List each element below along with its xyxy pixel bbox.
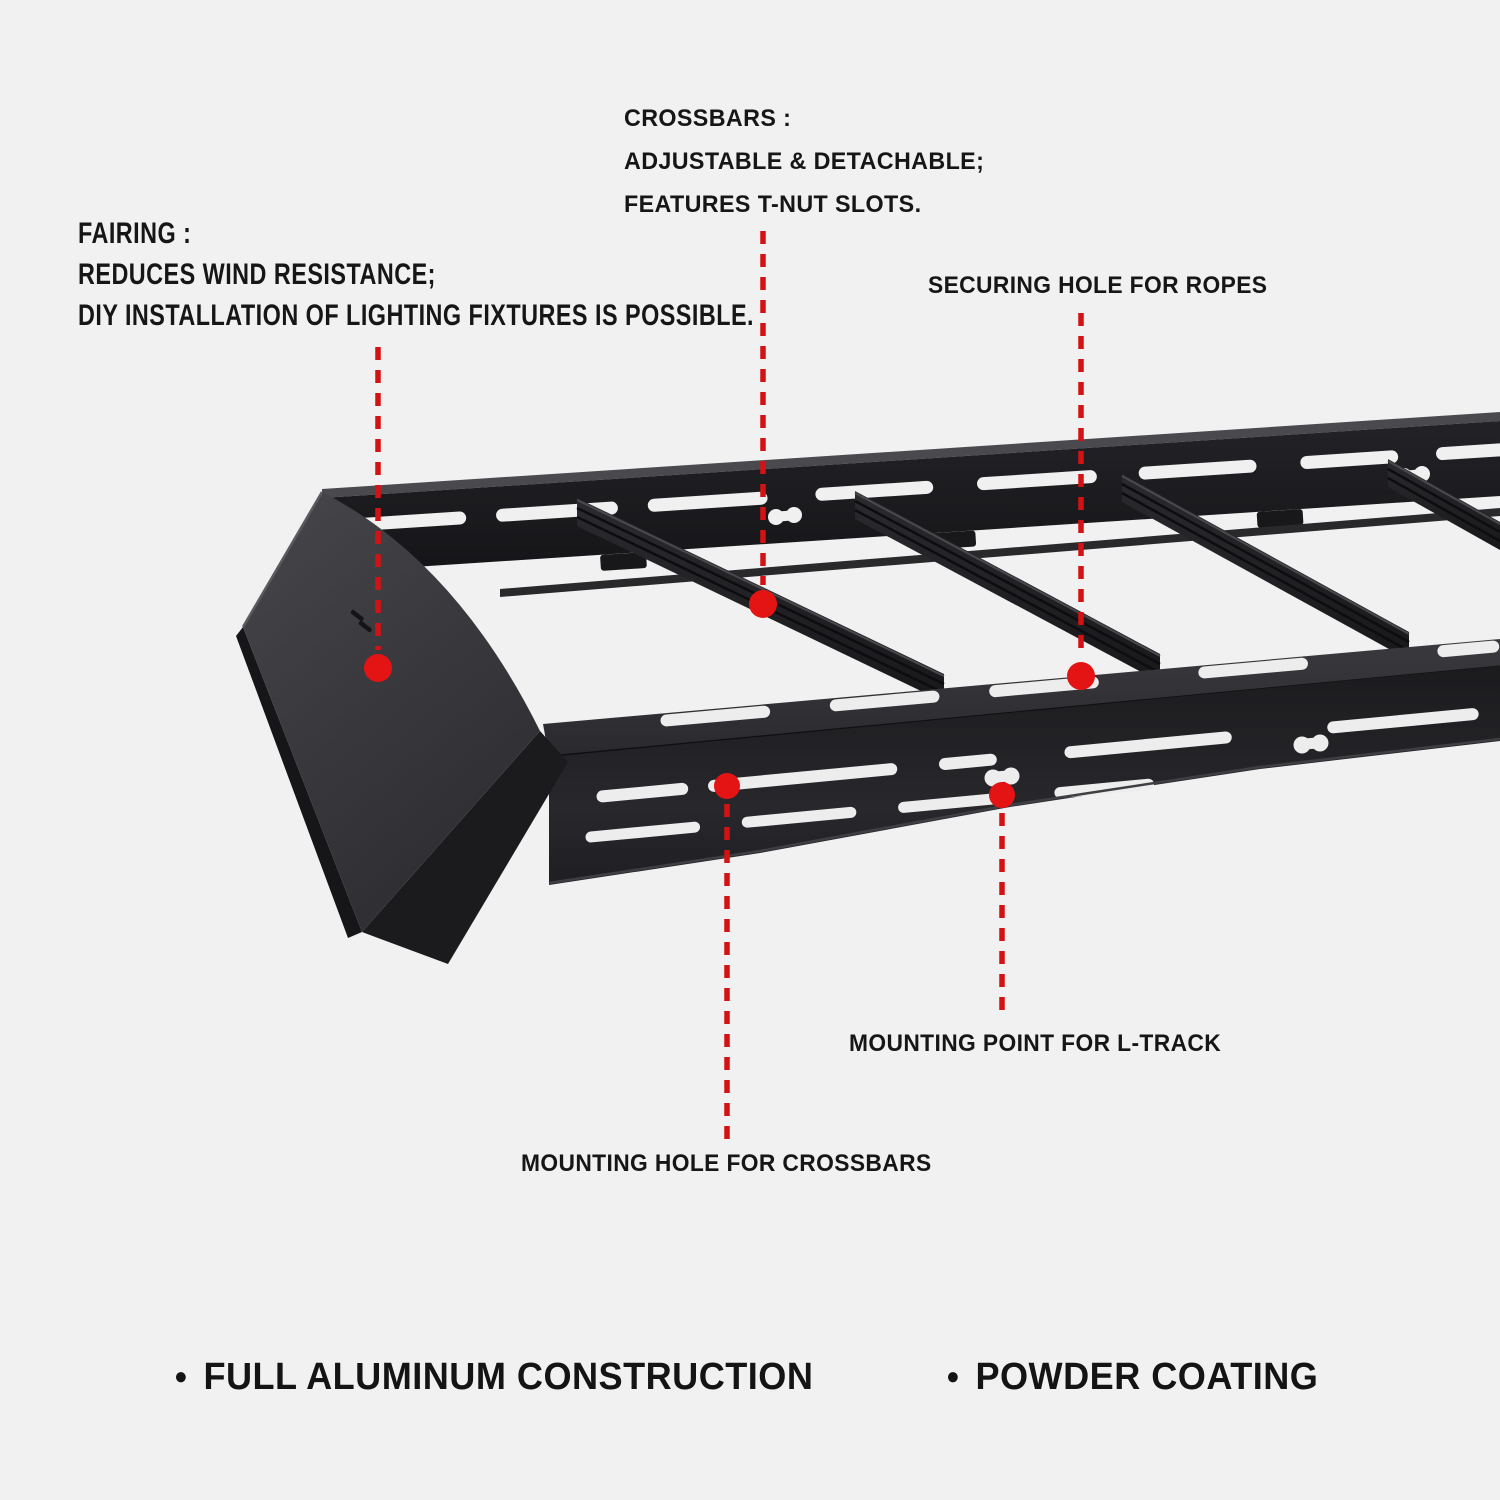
- fairing-label-line1: FAIRING :: [78, 217, 192, 250]
- fairing-side-flange: [362, 731, 568, 964]
- securing-callout-dot: [1067, 662, 1095, 690]
- bullet-icon: ●: [174, 1363, 189, 1390]
- crossbars-callout-dot: [749, 590, 777, 618]
- ltrack-bone-hole: [984, 767, 1020, 787]
- crossbar-hole-label: MOUNTING HOLE FOR CROSSBARS: [521, 1150, 932, 1177]
- crossbar: [854, 491, 1161, 682]
- fairing-vents: [350, 609, 372, 633]
- ltrack-bone-hole: [1293, 734, 1329, 754]
- fairing-label-line3: DIY INSTALLATION OF LIGHTING FIXTURES IS…: [78, 299, 755, 332]
- feature-aluminum: ● FULL ALUMINUM CONSTRUCTION: [174, 1355, 813, 1399]
- fairing-face: [243, 492, 540, 932]
- securing-hole-label: SECURING HOLE FOR ROPES: [928, 272, 1268, 299]
- crossbar: [1121, 474, 1410, 660]
- callout-dots: [364, 590, 1095, 808]
- feature-aluminum-text: FULL ALUMINUM CONSTRUCTION: [203, 1356, 814, 1398]
- inner-support-rail: [500, 508, 1500, 597]
- far-rail-bone-hole: [768, 507, 802, 525]
- far-rail-top-sliver: [322, 412, 1500, 498]
- crossbars-label: CROSSBARS : ADJUSTABLE & DETACHABLE; FEA…: [624, 97, 984, 226]
- near-side-rail: [427, 639, 1500, 885]
- fairing-label-line2: REDUCES WIND RESISTANCE;: [78, 258, 436, 291]
- feature-powder-text: POWDER COATING: [975, 1356, 1319, 1398]
- fairing-callout-dot: [364, 654, 392, 682]
- far-rail-slots: [348, 443, 1500, 532]
- fairing-under-edge: [236, 627, 362, 938]
- bullet-icon: ●: [946, 1363, 961, 1390]
- far-side-rail: [322, 412, 1500, 597]
- feature-powder: ● POWDER COATING: [946, 1355, 1318, 1399]
- crossbars-label-line2: ADJUSTABLE & DETACHABLE;: [624, 148, 985, 175]
- crossbars-label-line3: FEATURES T-NUT SLOTS.: [624, 191, 922, 218]
- crossbar: [1387, 459, 1500, 550]
- ltrack-callout-dot: [989, 782, 1015, 808]
- crossbars-label-line1: CROSSBARS :: [624, 105, 792, 132]
- crossbar-hole-callout-dot: [714, 773, 740, 799]
- fairing-label: FAIRING : REDUCES WIND RESISTANCE; DIY I…: [78, 213, 754, 336]
- far-rail-face: [322, 421, 1500, 573]
- fairing-edge-highlight: [241, 491, 324, 628]
- callout-lines: [375, 231, 1084, 1149]
- fairing: [236, 491, 568, 964]
- near-rail-outer-face: [549, 666, 1500, 885]
- near-rail-upper-slots: [596, 708, 1479, 803]
- ltrack-label: MOUNTING POINT FOR L-TRACK: [849, 1030, 1222, 1057]
